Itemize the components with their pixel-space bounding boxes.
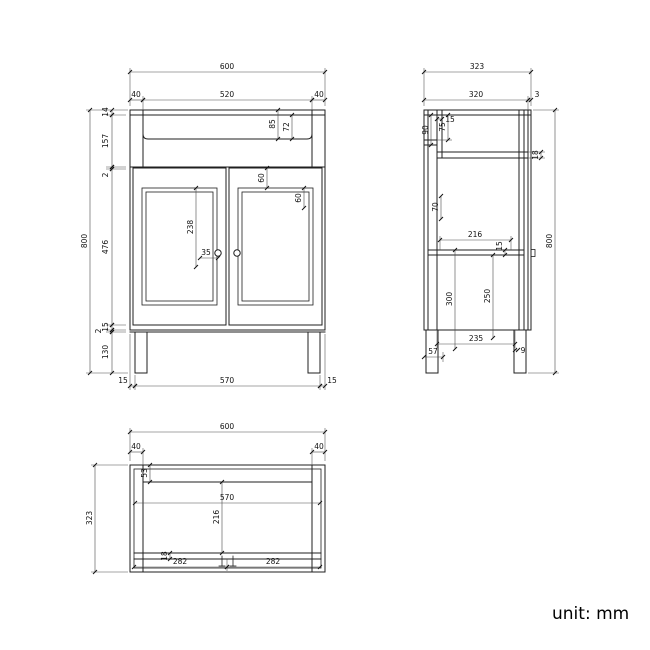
dim-front-top-opening-520: 520 [220,90,235,99]
dim-plan-back-53: 53 [140,468,149,478]
dim-side-lower-300: 300 [445,292,454,307]
dim-side-body-320: 320 [469,90,484,99]
front-leg-right [307,331,321,374]
dim-side-rail-15: 15 [445,115,455,124]
door-right-panel [241,191,310,302]
dim-plan-front-18: 18 [160,551,169,561]
dim-front-leg-130: 130 [101,345,110,360]
dim-front-base-570: 570 [220,376,235,385]
side-knob-detail [530,249,536,257]
front-leg-left [134,331,148,374]
dim-side-foot-57: 57 [428,347,438,356]
dim-front-base-15-right: 15 [327,376,337,385]
dim-plan-mid-216: 216 [212,510,221,525]
dim-front-panel-238: 238 [186,220,195,235]
dim-plan-overall-600: 600 [220,422,235,431]
plan-view: 600 40 40 323 53 570 216 18 282 282 [85,422,328,575]
plan-view-outline [129,464,326,573]
dim-front-recess-72: 72 [282,122,291,132]
dim-plan-left-40: 40 [131,442,141,451]
dim-front-trim-14: 14 [101,107,110,117]
dim-side-overall-depth-323: 323 [470,62,485,71]
dim-front-top-right-40: 40 [314,90,324,99]
knob-left [214,249,222,257]
dim-side-apron-90: 90 [421,125,430,135]
dim-front-frame-60-a: 60 [257,173,266,183]
dim-side-shelf-base-250: 250 [483,289,492,304]
dim-front-overall-height-800: 800 [80,234,89,249]
dim-side-base-235: 235 [469,334,484,343]
dim-side-front-rail-75: 75 [438,122,447,132]
dim-plan-depth-323: 323 [85,511,94,526]
dim-plan-foot-282-left: 282 [173,557,188,566]
plan-view-dimensions: 600 40 40 323 53 570 216 18 282 282 [85,422,328,575]
dim-front-recess-85: 85 [268,119,277,129]
dim-front-gap-2-lower: 2 [94,328,103,333]
dim-side-gap-70: 70 [431,202,440,212]
door-left [132,167,227,326]
dim-front-rail-15: 15 [101,322,110,332]
dim-side-overall-height-800: 800 [545,234,554,249]
dim-side-shelf-15: 15 [495,241,504,251]
dim-side-top-18: 18 [531,150,540,160]
side-leg-front [425,329,439,374]
knob-right [233,249,241,257]
dim-front-gap-2-upper: 2 [101,172,110,177]
adjustable-foot-left [218,555,226,567]
dim-front-frame-60-b: 60 [294,193,303,203]
dim-front-door-476: 476 [101,240,110,255]
door-left-frame [141,187,218,306]
dim-front-top-left-40: 40 [131,90,141,99]
dim-side-shelf-216: 216 [468,230,483,239]
dim-front-base-15-left: 15 [118,376,128,385]
dim-side-base-9: 9 [521,346,526,355]
dim-front-knob-35: 35 [201,248,211,257]
door-right [228,167,323,326]
unit-label: unit: mm [552,604,630,624]
dim-plan-right-40: 40 [314,442,324,451]
dim-plan-inner-570: 570 [220,493,235,502]
side-view-outline [423,109,536,374]
adjustable-foot-right [229,555,237,567]
door-left-panel [145,191,214,302]
dim-side-back-3: 3 [535,90,540,99]
door-right-frame [237,187,314,306]
dim-plan-foot-282-right: 282 [266,557,281,566]
dim-front-overall-width-600: 600 [220,62,235,71]
dim-front-apron-157: 157 [101,134,110,149]
front-view-outline [129,109,326,374]
basin-recess [142,129,313,140]
